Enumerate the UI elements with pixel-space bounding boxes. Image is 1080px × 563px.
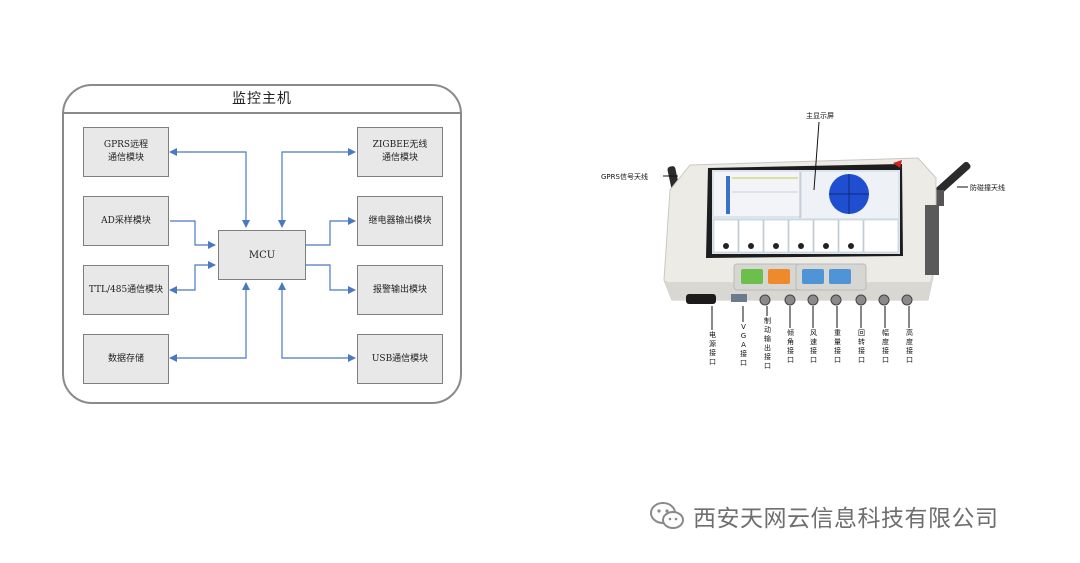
anticollision-antenna-callout: 防碰撞天线 [970, 184, 1005, 192]
gprs-module-box: GPRS远程 通信模块 [83, 127, 169, 177]
gprs-antenna-callout: GPRS信号天线 [601, 173, 648, 181]
port-label-vga: VGA接口 [740, 323, 747, 367]
screen-callout: 主显示屏 [806, 112, 834, 120]
wechat-icon [650, 502, 684, 529]
port-label-tilt: 倾角接口 [787, 329, 794, 364]
port-label-amplitude: 幅度接口 [882, 329, 889, 364]
ttl485-module-label: TTL/485通信模块 [88, 284, 164, 295]
watermark: 西安天网云信息科技有限公司 [649, 498, 999, 534]
mcu-box: MCU [218, 230, 306, 280]
storage-module-label: 数据存储 [107, 353, 144, 364]
zigbee-module-box: ZIGBEE无线 通信模块 [357, 127, 443, 177]
ttl485-module-box: TTL/485通信模块 [83, 265, 169, 315]
gprs-module-label: GPRS远程 通信模块 [103, 140, 149, 163]
front-buttons [733, 263, 867, 291]
arrow-mcu-relay [306, 217, 356, 246]
mcu-label: MCU [248, 249, 276, 261]
port-label-weight: 重量接口 [834, 329, 841, 364]
relay-module-label: 继电器输出模块 [368, 215, 432, 226]
alarm-module-box: 报警输出模块 [357, 265, 443, 315]
arrow-storage-mcu [169, 282, 250, 362]
ad-module-box: AD采样模块 [83, 196, 169, 246]
watermark-text: 西安天网云信息科技有限公司 [693, 506, 999, 532]
diagram-title: 监控主机 [232, 91, 292, 107]
port-label-slew: 回转接口 [858, 329, 865, 364]
usb-module-box: USB通信模块 [357, 334, 443, 384]
port-label-brake: 制动输出接口 [764, 317, 771, 370]
port-label-power: 电源接口 [709, 331, 716, 366]
storage-module-box: 数据存储 [83, 334, 169, 384]
port-label-wind: 风速接口 [810, 329, 817, 364]
arrow-zigbee-mcu [278, 148, 356, 228]
frame-header-divider [62, 84, 462, 114]
connectors [686, 294, 913, 306]
arrow-usb-mcu [278, 282, 356, 362]
main-screen [706, 160, 903, 258]
port-label-height: 高度接口 [906, 329, 913, 364]
alarm-module-label: 报警输出模块 [372, 284, 427, 295]
leader-lines [663, 121, 968, 330]
ad-module-label: AD采样模块 [101, 215, 151, 226]
arrow-gprs-mcu [169, 148, 250, 228]
relay-module-box: 继电器输出模块 [357, 196, 443, 246]
arrow-ad-mcu [170, 220, 216, 249]
usb-module-label: USB通信模块 [371, 353, 429, 364]
zigbee-module-label: ZIGBEE无线 通信模块 [372, 140, 428, 163]
